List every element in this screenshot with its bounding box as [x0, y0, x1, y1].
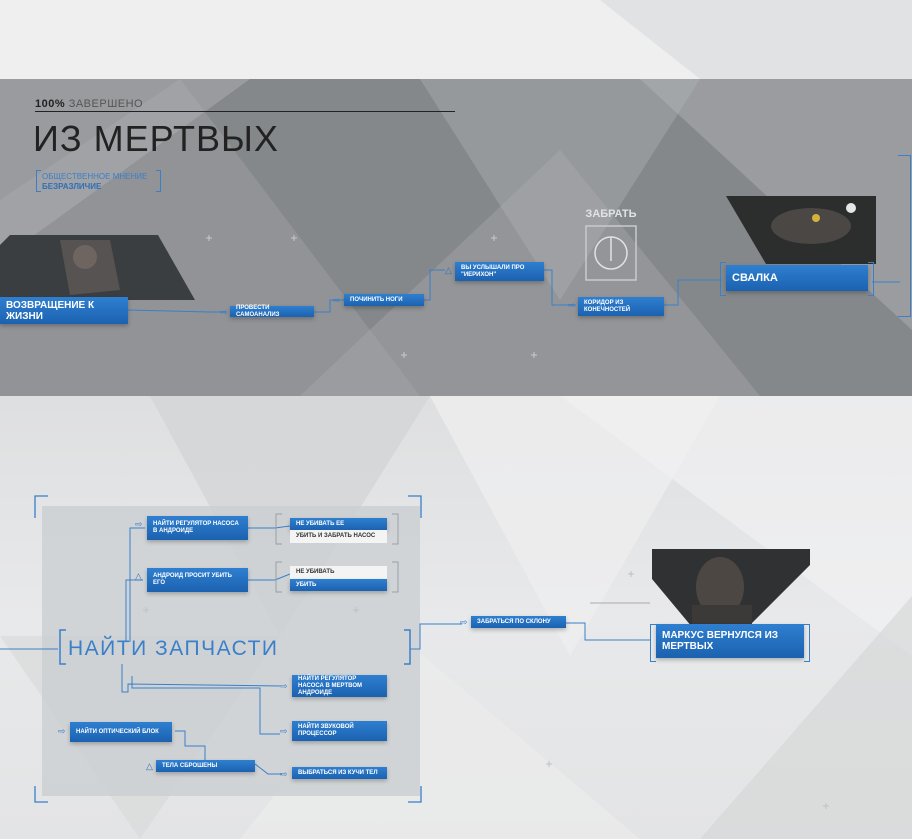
junkyard-thumbnail[interactable] [726, 196, 876, 264]
triangle-icon: △ [445, 265, 452, 275]
node-bracket-right [804, 624, 810, 662]
ending-scene-thumbnail[interactable] [652, 549, 810, 627]
choice-kill[interactable]: УБИТЬ [290, 579, 387, 591]
arrow-icon: ⇨ [333, 295, 341, 305]
public-opinion-label: ОБЩЕСТВЕННОЕ МНЕНИЕ [42, 172, 148, 181]
group-title: НАЙТИ ЗАПЧАСТИ [68, 637, 279, 660]
completion-percent: 100% [35, 98, 66, 110]
right-edge-bracket [898, 155, 911, 317]
node-fix-legs[interactable]: ПОЧИНИТЬ НОГИ [344, 294, 424, 306]
node-limb-corridor[interactable]: КОРИДОР ИЗ КОНЕЧНОСТЕЙ [578, 297, 664, 316]
node-find-regulator-android[interactable]: НАЙТИ РЕГУЛЯТОР НАСОСА В АНДРОИДЕ [147, 516, 248, 540]
arrow-icon: ⇨ [135, 519, 143, 529]
node-bracket-left [650, 624, 656, 662]
node-find-regulator-dead-android[interactable]: НАЙТИ РЕГУЛЯТОР НАСОСА В МЕРТВОМ АНДРОИД… [292, 675, 387, 697]
node-self-analysis[interactable]: ПРОВЕСТИ САМОАНАЛИЗ [230, 305, 314, 318]
choice-dont-kill[interactable]: НЕ УБИВАТЬ [290, 566, 387, 579]
grab-prompt-label: ЗАБРАТЬ [585, 208, 637, 220]
node-android-asks-kill[interactable]: АНДРОИД ПРОСИТ УБИТЬ ЕГО [147, 568, 248, 592]
node-escape-body-pile[interactable]: ВЫБРАТЬСЯ ИЗ КУЧИ ТЕЛ [292, 767, 387, 779]
grab-prompt: ЗАБРАТЬ [580, 208, 642, 288]
triangle-icon: △ [135, 571, 142, 581]
arrow-icon: ⇨ [460, 617, 468, 627]
arrow-icon: ⇨ [280, 769, 288, 779]
node-find-optic-unit[interactable]: НАЙТИ ОПТИЧЕСКИЙ БЛОК [70, 722, 172, 742]
node-junkyard[interactable]: СВАЛКА [726, 265, 868, 291]
opinion-bracket-left [36, 170, 41, 192]
background-shapes [0, 396, 912, 839]
node-heard-jericho[interactable]: ВЫ УСЛЫШАЛИ ПРО "ИЕРИХОН" [455, 262, 544, 281]
chapter-title: ИЗ МЕРТВЫХ [33, 118, 279, 159]
chapter-header-panel: 100% ЗАВЕРШЕНО ИЗ МЕРТВЫХ ОБЩЕСТВЕННОЕ М… [0, 0, 912, 396]
choice-dont-kill-her[interactable]: НЕ УБИВАТЬ ЕЕ [290, 518, 387, 530]
start-scene-thumbnail[interactable] [0, 235, 195, 300]
arrow-icon: ⇨ [280, 726, 288, 736]
node-bracket-right [868, 262, 874, 296]
public-opinion: ОБЩЕСТВЕННОЕ МНЕНИЕ БЕЗРАЗЛИЧИЕ [42, 172, 147, 192]
node-climb-slope[interactable]: ЗАБРАТЬСЯ ПО СКЛОНУ [471, 616, 566, 628]
node-start[interactable]: ВОЗВРАЩЕНИЕ К ЖИЗНИ [0, 297, 128, 324]
choice-kill-take-pump[interactable]: УБИТЬ И ЗАБРАТЬ НАСОС [290, 530, 387, 543]
node-bodies-dropped[interactable]: ТЕЛА СБРОШЕНЫ [156, 760, 255, 772]
arrow-icon: ⇨ [568, 300, 576, 310]
completion-status: 100% ЗАВЕРШЕНО [35, 98, 143, 110]
opinion-bracket-right [156, 170, 161, 192]
flowchart-panel: ⇨ НАЙТИ РЕГУЛЯТОР НАСОСА В АНДРОИДЕ НЕ У… [0, 396, 912, 839]
triangle-icon: △ [146, 761, 153, 771]
completion-label: ЗАВЕРШЕНО [68, 98, 144, 110]
node-markus-returned[interactable]: МАРКУС ВЕРНУЛСЯ ИЗ МЕРТВЫХ [656, 624, 804, 658]
node-find-audio-processor[interactable]: НАЙТИ ЗВУКОВОЙ ПРОЦЕССОР [292, 721, 387, 741]
title-divider [35, 111, 455, 112]
arrow-icon: ⇨ [220, 307, 228, 317]
public-opinion-value: БЕЗРАЗЛИЧИЕ [42, 182, 102, 191]
arrow-icon: ⇨ [280, 681, 288, 691]
arrow-icon: ⇨ [58, 726, 66, 736]
node-bracket-left [720, 262, 726, 296]
